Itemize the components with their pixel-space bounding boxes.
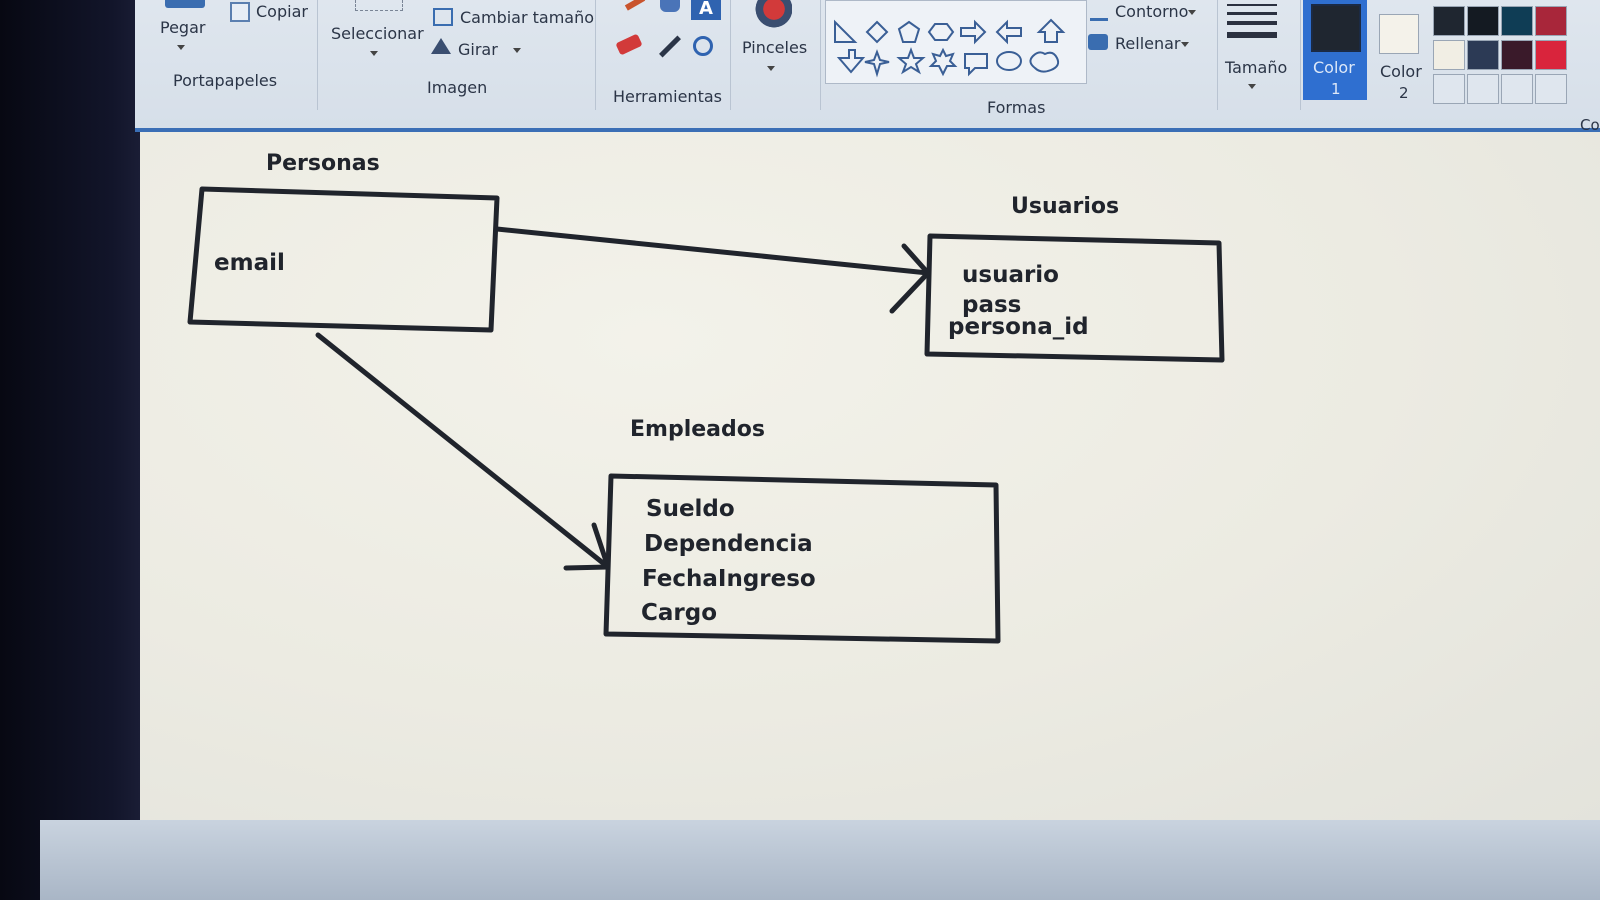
shapes-group-label: Formas xyxy=(987,98,1046,117)
ribbon-toolbar: Pegar Copiar Portapapeles Seleccionar Ca… xyxy=(135,0,1600,134)
shapes-gallery-icons[interactable] xyxy=(825,0,1085,82)
palette-swatch[interactable] xyxy=(1501,6,1533,36)
palette-swatch[interactable] xyxy=(1467,6,1499,36)
separator xyxy=(595,0,596,110)
arrowhead-usuarios xyxy=(889,243,931,314)
select-dropdown-caret[interactable] xyxy=(370,51,378,56)
palette-swatch[interactable] xyxy=(1535,40,1567,70)
separator xyxy=(1217,0,1218,110)
select-icon xyxy=(355,0,403,11)
separator xyxy=(317,0,318,110)
rotate-icon xyxy=(431,38,451,54)
empleados-field: Dependencia xyxy=(644,531,813,557)
palette-swatch[interactable] xyxy=(1535,74,1567,104)
color2-button[interactable]: Color 2 xyxy=(1371,0,1435,102)
copy-icon xyxy=(230,2,250,22)
empleados-title: Empleados xyxy=(630,417,765,442)
color2-number: 2 xyxy=(1399,84,1409,102)
palette-swatch[interactable] xyxy=(1501,40,1533,70)
canvas-bottom-area xyxy=(40,820,1600,900)
fill-dropdown-caret[interactable] xyxy=(1181,42,1189,47)
color2-label: Color xyxy=(1380,62,1422,81)
outline-icon xyxy=(1090,2,1108,21)
usuarios-field: pass xyxy=(962,292,1022,318)
outline-dropdown-caret[interactable] xyxy=(1188,10,1196,15)
separator xyxy=(1300,0,1301,110)
copy-button[interactable]: Copiar xyxy=(256,2,308,21)
fill-icon xyxy=(1088,34,1108,50)
separator xyxy=(820,0,821,110)
fill-bucket-icon[interactable] xyxy=(660,0,680,12)
empleados-field: Cargo xyxy=(641,600,718,626)
arrowhead-empleados xyxy=(563,522,611,571)
shapes-gallery[interactable] xyxy=(825,0,1087,84)
relation-personas-usuarios xyxy=(494,226,931,276)
rotate-dropdown-caret[interactable] xyxy=(513,48,521,53)
colors-group-label: Co xyxy=(1580,116,1600,134)
usuarios-field: persona_id xyxy=(948,314,1089,340)
resize-button[interactable]: Cambiar tamaño xyxy=(460,8,595,27)
size-lines-icon[interactable] xyxy=(1227,4,1277,44)
usuarios-field: usuario xyxy=(962,262,1059,288)
tools-group-label: Herramientas xyxy=(613,87,722,106)
color1-number: 1 xyxy=(1331,80,1341,98)
paste-icon[interactable] xyxy=(165,0,205,8)
monitor-bezel xyxy=(0,0,140,900)
relation-personas-empleados xyxy=(315,332,611,570)
palette-swatch[interactable] xyxy=(1467,74,1499,104)
palette-swatch[interactable] xyxy=(1433,40,1465,70)
brush-icon[interactable] xyxy=(752,0,792,30)
box-personas xyxy=(187,186,500,333)
magnifier-icon[interactable] xyxy=(693,36,713,56)
empleados-field: FechaIngreso xyxy=(642,566,816,592)
outline-button[interactable]: Contorno xyxy=(1115,2,1189,21)
clipboard-group-label: Portapapeles xyxy=(173,71,278,90)
palette-swatch[interactable] xyxy=(1467,40,1499,70)
brushes-button[interactable]: Pinceles xyxy=(742,38,808,57)
box-usuarios xyxy=(924,233,1225,363)
resize-icon xyxy=(433,8,453,26)
size-button[interactable]: Tamaño xyxy=(1225,58,1288,77)
personas-title: Personas xyxy=(266,151,380,176)
fill-button[interactable]: Rellenar xyxy=(1115,34,1181,53)
color1-label: Color xyxy=(1313,58,1355,77)
image-group-label: Imagen xyxy=(427,78,488,97)
select-button[interactable]: Seleccionar xyxy=(331,24,424,43)
usuarios-title: Usuarios xyxy=(1011,194,1120,219)
paste-button[interactable]: Pegar xyxy=(160,18,206,37)
separator xyxy=(730,0,731,110)
rotate-button[interactable]: Girar xyxy=(458,40,498,59)
size-dropdown-caret[interactable] xyxy=(1248,84,1256,89)
palette-swatch[interactable] xyxy=(1433,6,1465,36)
color2-swatch xyxy=(1379,14,1419,54)
palette-swatch[interactable] xyxy=(1535,6,1567,36)
empleados-field: Sueldo xyxy=(646,496,735,522)
personas-field: email xyxy=(214,250,285,276)
drawing-canvas[interactable] xyxy=(140,132,1600,822)
color1-swatch xyxy=(1311,4,1361,52)
palette-swatch[interactable] xyxy=(1501,74,1533,104)
color1-button[interactable]: Color 1 xyxy=(1303,0,1367,100)
text-tool-icon[interactable]: A xyxy=(691,0,721,20)
box-empleados xyxy=(603,473,1001,644)
brushes-dropdown-caret[interactable] xyxy=(767,66,775,71)
palette-swatch[interactable] xyxy=(1433,74,1465,104)
paste-dropdown-caret[interactable] xyxy=(177,45,185,50)
